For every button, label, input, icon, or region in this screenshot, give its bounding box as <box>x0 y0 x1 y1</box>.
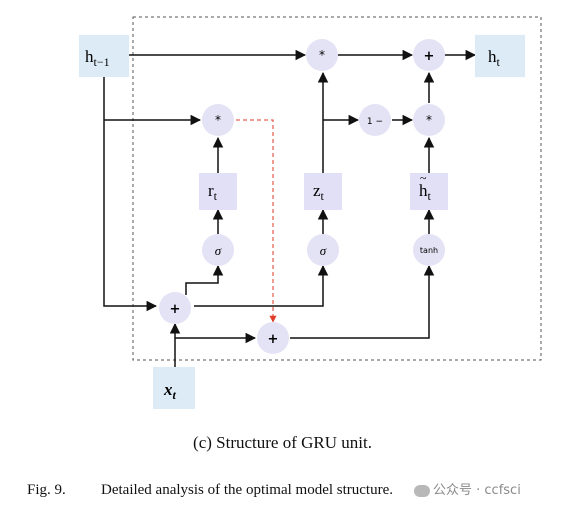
op-tanh: tanh <box>413 234 445 266</box>
edge-reset-path <box>236 119 277 323</box>
svg-text:+: + <box>170 302 181 317</box>
op-one-minus: 1 − <box>359 104 391 136</box>
op-sigma-z: σ <box>307 234 339 266</box>
figure-number: Fig. 9. <box>27 482 66 498</box>
svg-text:*: * <box>215 113 221 127</box>
htilde-label: ht <box>419 181 432 203</box>
edge-plus-low-to-sigma-r <box>185 264 224 295</box>
op-mult-top: * <box>306 39 338 71</box>
op-plus-top: + <box>413 39 445 71</box>
op-plus-low: + <box>159 292 191 324</box>
hprev-label: ht−1 <box>85 47 110 69</box>
connections <box>103 49 477 367</box>
edge-plus-low-to-sigma-z <box>194 264 329 307</box>
figure-caption-text: Detailed analysis of the optimal model s… <box>101 482 394 498</box>
wechat-icon <box>414 484 430 497</box>
ht-label: ht <box>488 47 501 69</box>
input-box-xt: xt <box>153 367 195 409</box>
watermark-text: 公众号 · ccfsci <box>433 483 521 498</box>
gate-box-rt: rt <box>199 173 237 210</box>
svg-text:+: + <box>424 49 435 64</box>
gru-unit-frame <box>132 16 542 361</box>
rt-label: rt <box>208 181 218 203</box>
gate-box-zt: zt <box>304 173 342 210</box>
op-mult-right: * <box>413 104 445 136</box>
svg-text:1 −: 1 − <box>367 117 383 127</box>
xt-label: xt <box>163 380 177 402</box>
zt-label: zt <box>313 181 325 203</box>
edge-plus-mid-to-tanh <box>290 264 435 339</box>
input-box-hprev: ht−1 <box>79 35 129 77</box>
op-plus-mid: + <box>257 322 289 354</box>
gru-diagram: ht−1 ht rt zt ht ~ xt * + * 1 − * <box>79 16 542 409</box>
edge-hprev-to-plus-low <box>103 77 158 312</box>
op-sigma-r: σ <box>202 234 234 266</box>
candidate-box-htilde: ht ~ <box>410 171 448 210</box>
svg-text:σ: σ <box>215 243 222 258</box>
svg-text:σ: σ <box>320 243 327 258</box>
svg-text:*: * <box>426 113 432 127</box>
svg-text:+: + <box>268 332 279 347</box>
watermark: 公众号 · ccfsci <box>414 479 521 498</box>
op-mult-reset: * <box>202 104 234 136</box>
output-box-ht: ht <box>475 35 525 77</box>
tilde-icon: ~ <box>420 171 427 185</box>
svg-text:*: * <box>319 48 325 62</box>
svg-text:tanh: tanh <box>420 246 438 255</box>
figure-caption: Fig. 9. Detailed analysis of the optimal … <box>27 482 393 499</box>
subfigure-caption: (c) Structure of GRU unit. <box>193 433 372 452</box>
